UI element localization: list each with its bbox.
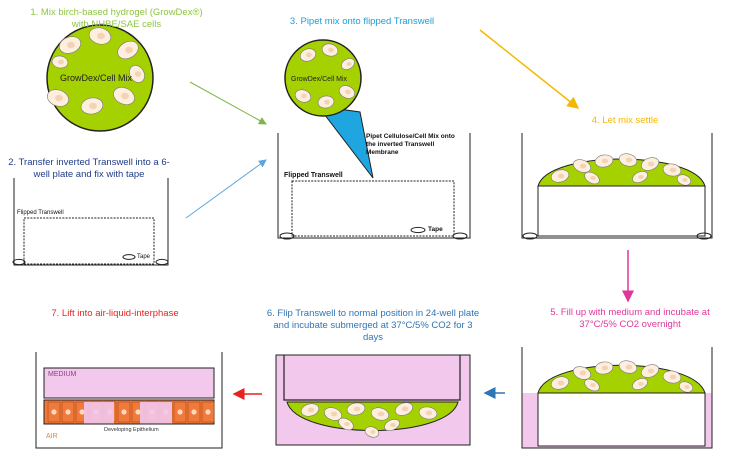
dome-cells-step6 — [300, 402, 438, 438]
dome-cell-nucleus — [684, 385, 690, 389]
well-step3 — [277, 133, 471, 240]
dome-cell-nucleus — [669, 167, 677, 173]
dome-cell-nucleus — [590, 176, 596, 180]
dome-cell-nucleus — [638, 175, 644, 179]
dome-cell-nucleus — [425, 410, 433, 416]
dome-cell-nucleus — [390, 423, 396, 427]
mix-cell-nucleus — [346, 62, 352, 66]
pipette-icon — [316, 105, 374, 179]
arrow-1-to-3 — [189, 81, 267, 125]
epithelial-nucleus — [79, 409, 85, 415]
mix-cell-nucleus — [125, 46, 133, 54]
mix-cell-nucleus — [345, 89, 351, 95]
small-mix-circle — [284, 39, 362, 117]
pipet-note: Pipet Cellulose/Cell Mix onto the invert… — [366, 133, 455, 156]
dome-cell-nucleus — [377, 411, 385, 417]
dome-cell-nucleus — [579, 370, 587, 376]
dome-cell-nucleus — [590, 383, 596, 387]
small-mix-cells — [294, 43, 355, 109]
dome-cell-nucleus — [579, 163, 587, 169]
dome-cell-nucleus — [647, 161, 655, 167]
mix-cell-nucleus — [97, 32, 105, 40]
step-5-caption: 5. Fill up with medium and incubate at 3… — [550, 307, 710, 330]
epithelial-nucleus — [205, 409, 211, 415]
dome-cell-nucleus — [353, 406, 361, 412]
dome-cell-nucleus — [557, 380, 565, 386]
dome-cell-nucleus — [370, 430, 376, 434]
mix-cell-nucleus — [324, 99, 330, 105]
well-step6 — [275, 354, 471, 446]
mix-cell-nucleus — [134, 71, 142, 77]
epithelial-nucleus — [177, 409, 183, 415]
big-mix-circle — [46, 24, 154, 132]
mix-cell-nucleus — [121, 92, 129, 100]
well-step7 — [35, 352, 223, 449]
dome-cell-nucleus — [601, 365, 609, 371]
dome-cell-nucleus — [330, 411, 338, 417]
mix-label-big: GrowDex/Cell Mix — [60, 73, 133, 83]
dome-cell-nucleus — [557, 173, 565, 179]
dome-cell-nucleus — [307, 407, 315, 413]
dome-cell-nucleus — [401, 406, 409, 412]
dome-cells-step4 — [550, 153, 692, 186]
well-step5 — [521, 347, 713, 449]
dome-cell-nucleus — [625, 364, 633, 370]
dome-cell-nucleus — [601, 158, 609, 164]
epithelium-label: Developing Epithelium — [104, 427, 159, 433]
mix-cell-nucleus — [55, 94, 63, 102]
arrow-3-to-4 — [479, 29, 580, 109]
dome-cells-step5 — [550, 360, 694, 393]
air-label: AIR — [46, 433, 58, 440]
medium-label: MEDIUM — [48, 371, 77, 378]
step-6-caption: 6. Flip Transwell to normal position in … — [266, 308, 480, 343]
mix-cell-nucleus — [328, 47, 334, 53]
well-step2 — [12, 178, 169, 266]
dome-cell-nucleus — [669, 374, 677, 380]
mix-cell-nucleus — [301, 93, 307, 99]
dome-cell-nucleus — [344, 422, 350, 426]
epithelial-nucleus — [65, 409, 71, 415]
epithelial-nucleus — [121, 409, 127, 415]
mix-cell-nucleus — [67, 41, 75, 49]
step-2-caption: 2. Transfer inverted Transwell into a 6-… — [8, 157, 170, 180]
dome-cell-nucleus — [647, 368, 655, 374]
epithelial-nucleus — [191, 409, 197, 415]
flipped-transwell-label-small: Flipped Transwell — [17, 210, 64, 216]
dome-cell-nucleus — [625, 157, 633, 163]
epithelial-nucleus — [51, 409, 57, 415]
flipped-transwell-label-mid: Flipped Transwell — [284, 172, 343, 179]
mix-cell-nucleus — [89, 102, 97, 110]
mix-label-small: GrowDex/Cell Mix — [291, 76, 348, 83]
dome-cell-nucleus — [682, 178, 688, 182]
arrow-2-to-3 — [185, 159, 267, 219]
well-step4 — [521, 133, 713, 240]
step-1-caption: 1. Mix birch-based hydrogel (GrowDex®) w… — [30, 7, 203, 30]
mix-cell-nucleus — [306, 52, 312, 58]
tape-label-step3: Tape — [428, 226, 443, 233]
step-3-caption: 3. Pipet mix onto flipped Transwell — [289, 16, 435, 27]
mix-cell-nucleus — [58, 59, 64, 65]
dome-cell-nucleus — [638, 382, 644, 386]
tape-label-step2: Tape — [137, 254, 151, 260]
epithelial-nucleus — [135, 409, 141, 415]
big-mix-cells — [47, 27, 145, 115]
step-4-caption: 4. Let mix settle — [591, 115, 659, 126]
step-7-caption: 7. Lift into air-liquid-interphase — [51, 308, 179, 319]
